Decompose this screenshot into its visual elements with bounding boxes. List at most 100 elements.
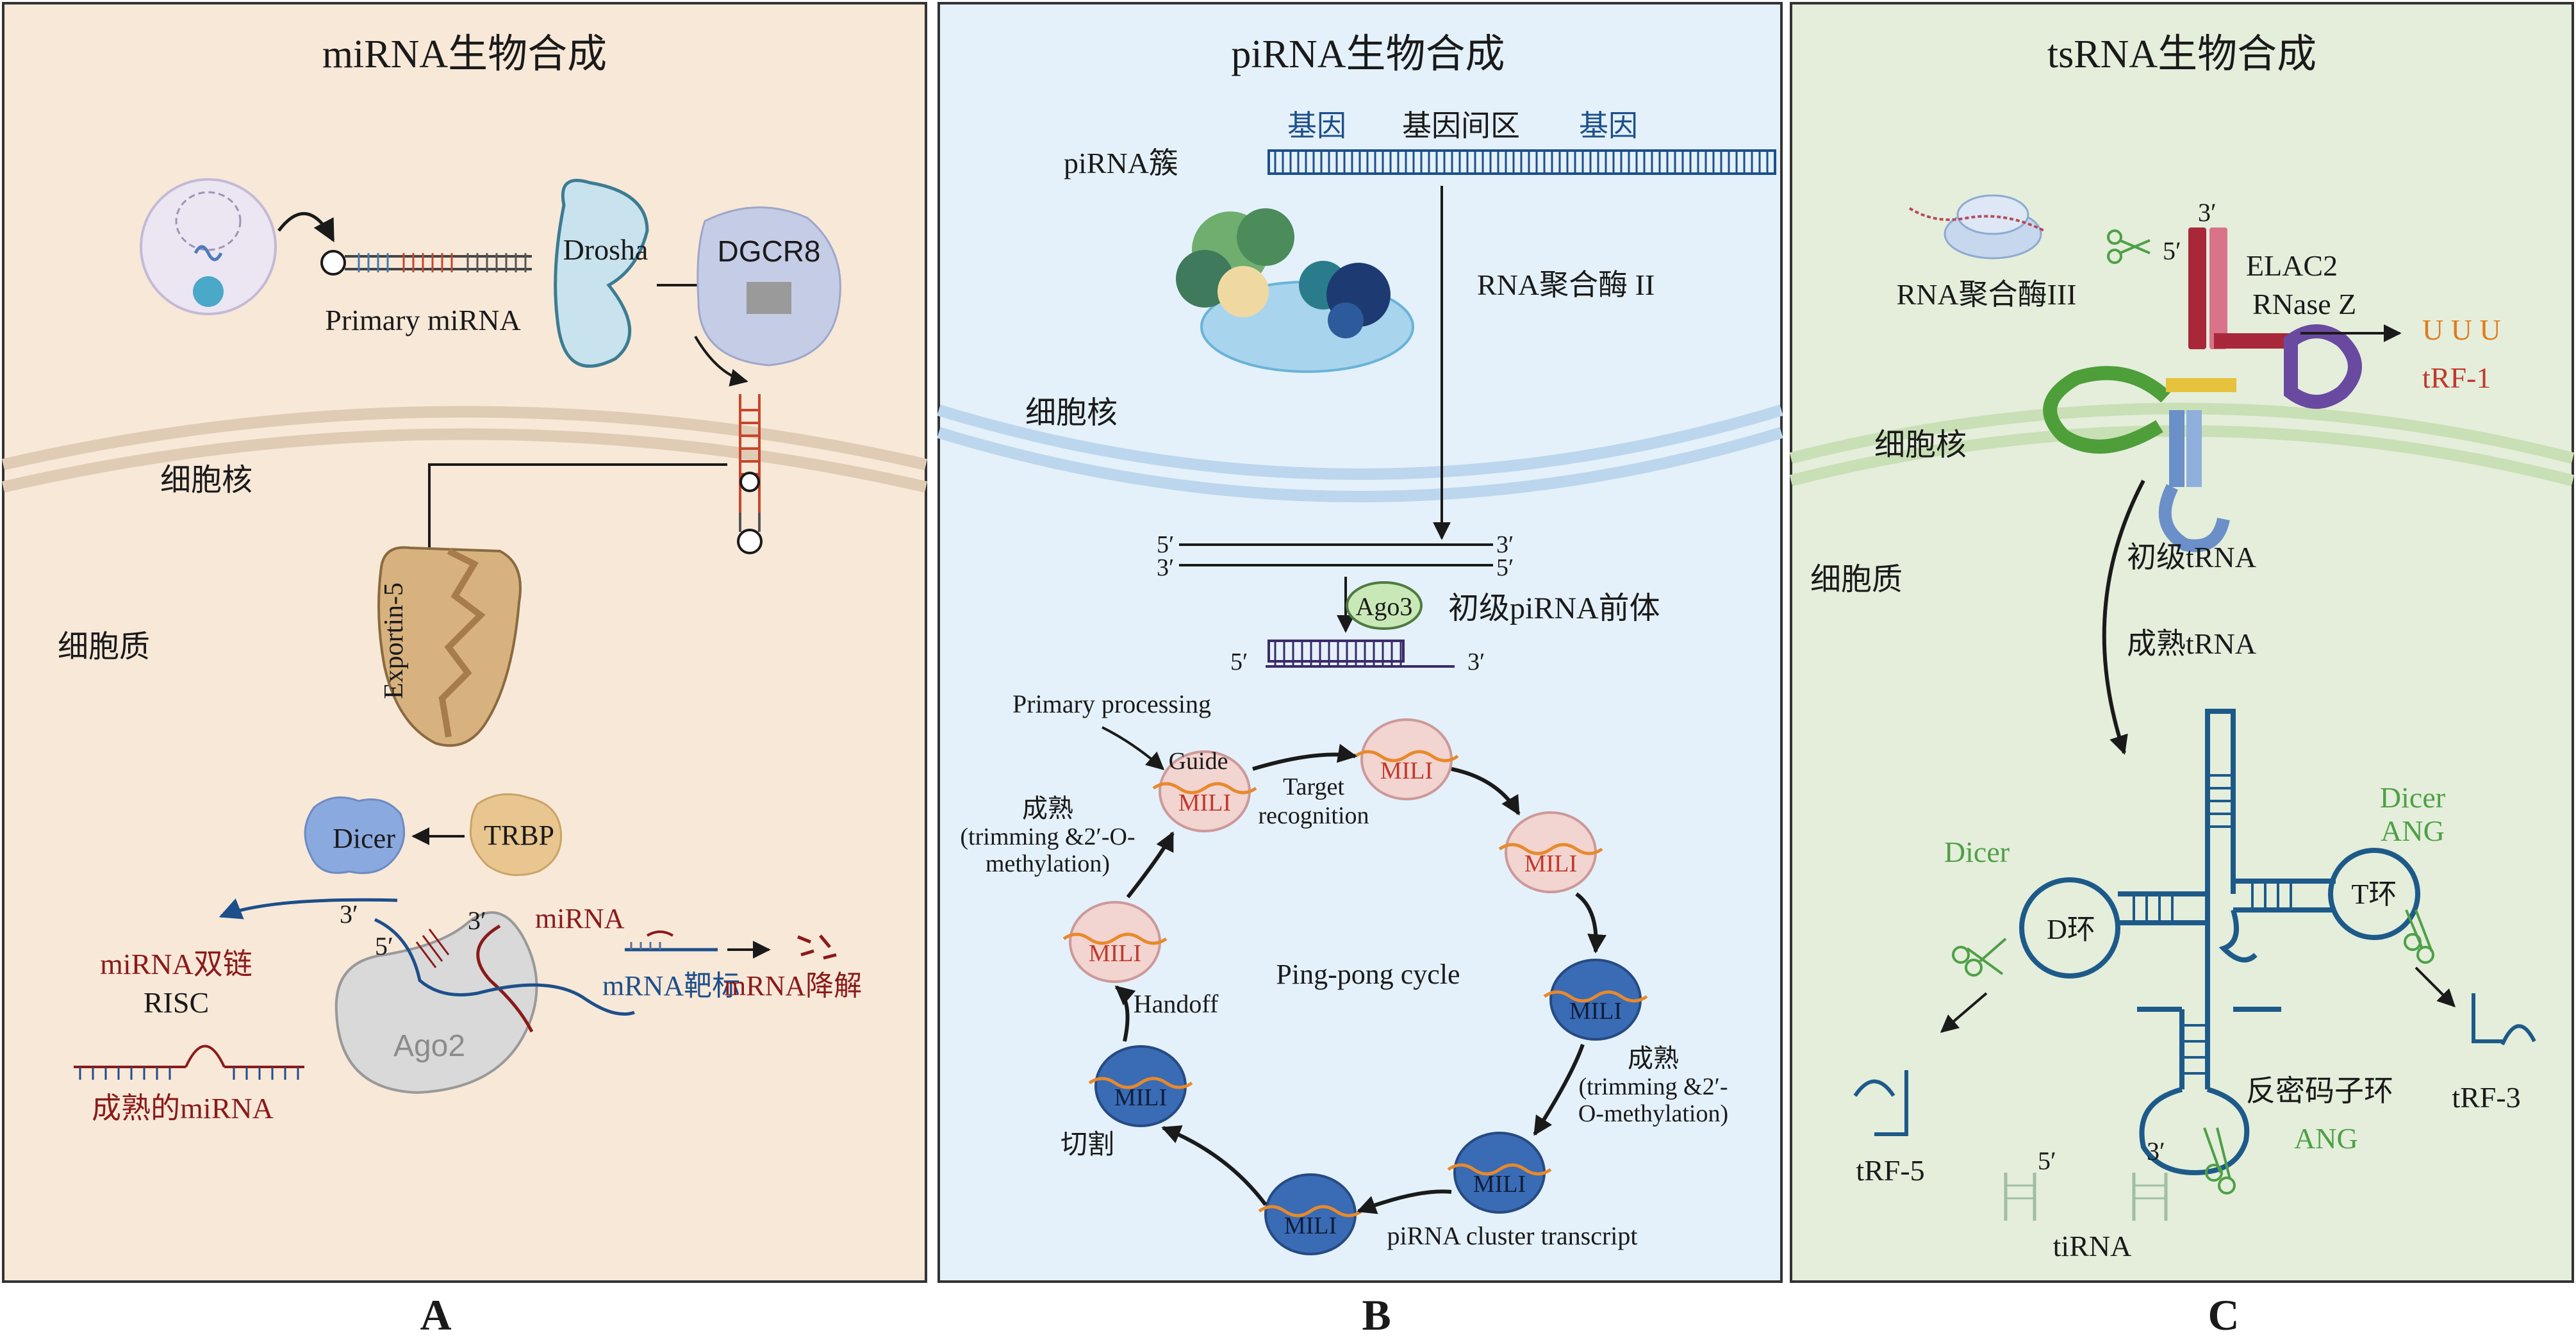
- mili-guide-rna: [1152, 782, 1257, 795]
- cycle-arrow-2: [1451, 767, 1521, 816]
- five-prime-b-3: 5′: [1230, 648, 1248, 675]
- trf5-fragment: [1853, 1070, 1908, 1136]
- target-recognition-label-2: recognition: [1258, 802, 1369, 829]
- scissors-ang-t-icon: [2404, 909, 2434, 964]
- arrow-dgcr8-premirna: [694, 335, 748, 387]
- pirna-cluster-label: piRNA簇: [1064, 147, 1178, 179]
- cycle-arrow-8: [1126, 831, 1175, 898]
- dicer-shape: [304, 796, 406, 874]
- maturation-left-1: 成熟: [1022, 794, 1073, 823]
- dicer-label-a: Dicer: [333, 823, 395, 854]
- tirna-icon: [2004, 1173, 2168, 1221]
- mili-transcript-rna: [1447, 1163, 1552, 1176]
- rna-polymerase-ii-icon: [1176, 208, 1414, 373]
- maturation-left-3: methylation): [986, 850, 1110, 877]
- mili-mature-right-rna: [1543, 990, 1648, 1003]
- mili-bottom-label: MILI: [1284, 1212, 1337, 1239]
- arrow-mature-trna: [2102, 479, 2145, 755]
- trf1-label: tRF-1: [2422, 361, 2491, 394]
- panel-b-letter: B: [1362, 1291, 1391, 1338]
- dicer-ang-label-1: Dicer: [2380, 781, 2445, 814]
- three-prime-c-2: 3′: [2147, 1137, 2165, 1166]
- nuclear-membrane-b: [937, 404, 1783, 480]
- cleavage-label: 切割: [1061, 1130, 1114, 1160]
- dgcr8-inner-icon: [747, 282, 791, 314]
- mili-target-label: MILI: [1380, 757, 1433, 784]
- five-prime-a-1: 5′: [375, 932, 393, 961]
- mili-mature-right-label: MILI: [1569, 998, 1622, 1025]
- gene-right-label: 基因: [1579, 110, 1638, 142]
- arrow-a-1: [277, 211, 335, 243]
- cycle-arrow-7: [1114, 985, 1136, 1042]
- maturation-left-2: (trimming &2′-O-: [960, 823, 1135, 850]
- dna-cluster: [1267, 149, 1776, 175]
- elac2-label: ELAC2: [2246, 249, 2338, 282]
- five-prime-c-1: 5′: [2163, 236, 2181, 265]
- cycle-arrow-5: [1357, 1189, 1452, 1214]
- three-prime-c-1: 3′: [2198, 198, 2217, 227]
- cycle-arrow-3: [1575, 892, 1607, 954]
- three-prime-a-1: 3′: [340, 900, 358, 929]
- scissors-icon: [2107, 229, 2151, 264]
- mirna-duplex-label: miRNA双链: [100, 948, 252, 980]
- mature-trna-structure: [2019, 709, 2420, 1176]
- mili-cleave-rna: [1088, 1077, 1193, 1089]
- cycle-arrow-1: [1252, 743, 1357, 771]
- trbp-shape: [469, 793, 563, 877]
- panel-a-letter: A: [420, 1291, 451, 1338]
- maturation-right-1: 成熟: [1628, 1044, 1679, 1073]
- panel-b: piRNA生物合成 细胞核 基因 基因间区 基因 piRNA簇 RNA聚合酶 I…: [937, 2, 1783, 1283]
- mature-trna-label: 成熟tRNA: [2127, 627, 2256, 660]
- primary-pirna-strand: [1266, 640, 1455, 668]
- five-prime-c-2: 5′: [2038, 1146, 2056, 1175]
- anticodon-loop-label: 反密码子环: [2246, 1075, 2393, 1107]
- nuclear-membrane-a: [1, 406, 928, 470]
- nucleus-label-a: 细胞核: [160, 463, 252, 497]
- mrna-target-icon: [625, 930, 718, 952]
- exportin-label: Exportin-5: [379, 582, 409, 699]
- panel-b-title: piRNA生物合成: [1231, 33, 1505, 76]
- ago2-label: Ago2: [393, 1029, 465, 1063]
- mili-slicer-label: MILI: [1524, 850, 1577, 877]
- arrow-duplex-risc: [219, 898, 398, 920]
- mirna-label: miRNA: [535, 903, 625, 934]
- gene-left-label: 基因: [1287, 110, 1346, 142]
- drosha-shape: [554, 179, 649, 368]
- pre-mirna-hairpin: [737, 394, 763, 554]
- mature-mirna-icon: [74, 1045, 304, 1080]
- three-prime-b-2: 3′: [1157, 554, 1174, 581]
- mili-cleave-label: MILI: [1114, 1084, 1167, 1111]
- rna-polymerase-iii-icon: [1908, 194, 2045, 260]
- mili-target-rna: [1354, 750, 1459, 763]
- tirna-label: tiRNA: [2053, 1230, 2132, 1262]
- nuclear-membrane-c: [1789, 402, 2575, 464]
- cytoplasm-label-c: 细胞质: [1810, 563, 1903, 597]
- mili-handoff-rna: [1062, 932, 1168, 945]
- panel-c: tsRNA生物合成 细胞核 细胞质 RNA聚合酶III 5′ 3′: [1789, 2, 2575, 1283]
- five-prime-b-2: 5′: [1496, 554, 1514, 581]
- cell-nucleus-icon: [140, 178, 277, 315]
- dicer-label-c: Dicer: [1944, 836, 2010, 868]
- mili-guide-label: MILI: [1178, 789, 1231, 816]
- primary-mirna-icon: [320, 250, 532, 276]
- mili-bottom-rna: [1258, 1205, 1363, 1218]
- target-recognition-label-1: Target: [1283, 773, 1344, 800]
- mrna-target-label: mRNA靶标: [602, 970, 740, 1002]
- uuu-label: U U U: [2422, 313, 2501, 346]
- intergenic-label: 基因间区: [1402, 110, 1520, 142]
- ago2-shape: [334, 911, 538, 1094]
- cluster-transcript-label: piRNA cluster transcript: [1387, 1221, 1637, 1250]
- ago3-icon: [1337, 577, 1423, 633]
- trf3-label: tRF-3: [2452, 1081, 2520, 1114]
- degraded-rna-icon: [797, 934, 837, 960]
- mili-slicer-rna: [1498, 843, 1603, 855]
- arrow-primary-processing: [1102, 726, 1165, 770]
- exportin-5-shape: [377, 546, 522, 747]
- three-prime-b-1: 3′: [1496, 531, 1514, 558]
- scissors-dicer-icon: [1952, 937, 2007, 977]
- panel-b-background: [937, 2, 1783, 1283]
- three-prime-a-2: 3′: [468, 906, 486, 935]
- nucleus-label-b: 细胞核: [1025, 396, 1118, 430]
- ping-pong-label: Ping-pong cycle: [1276, 959, 1460, 990]
